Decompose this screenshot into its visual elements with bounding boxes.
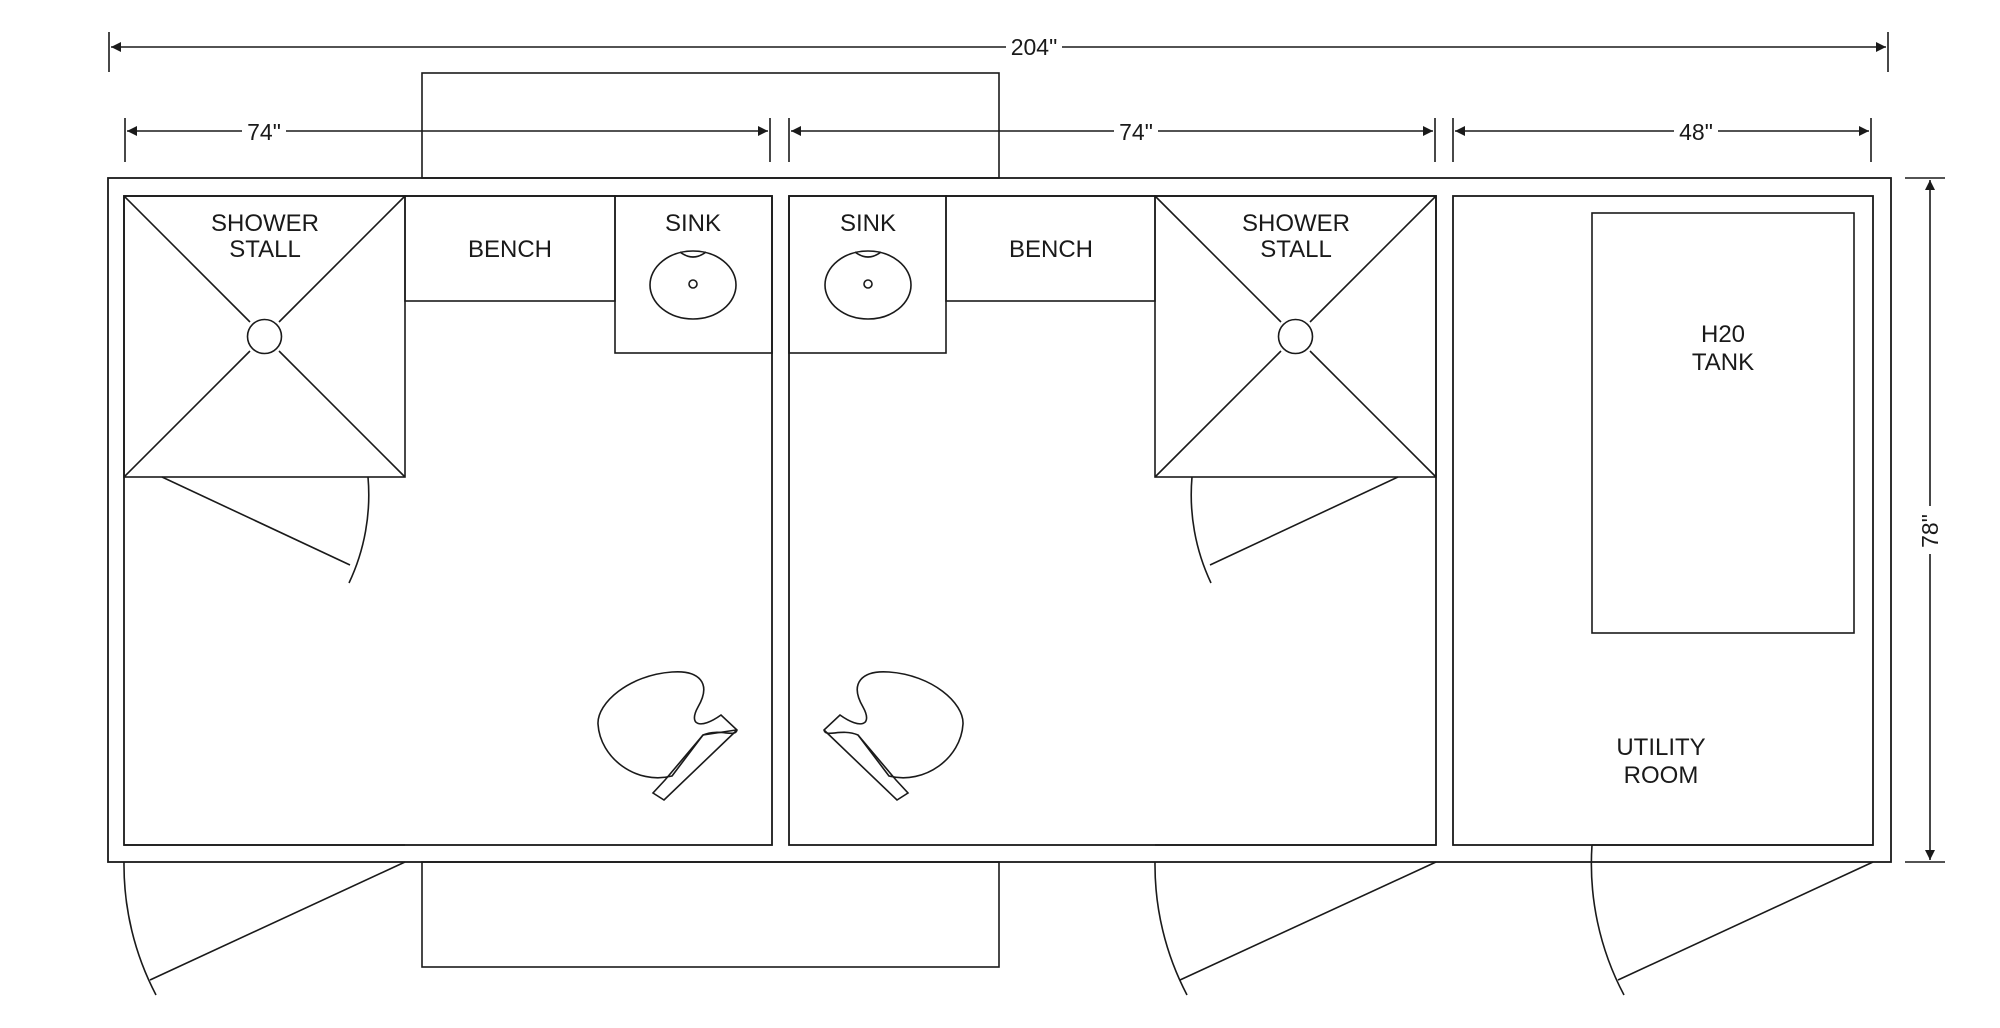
dimension-label-utility-room: 48" [1679, 119, 1713, 145]
dimension-label-middle-room: 74" [1119, 119, 1153, 145]
utility-entry-door[interactable] [1590, 844, 1874, 996]
left-entry-door[interactable] [123, 844, 406, 996]
left-sink: SINK [614, 195, 773, 354]
dimension-overall-width: 204" [108, 32, 1889, 72]
dimension-left-room: 74" [124, 118, 771, 162]
dimension-overall-depth: 78" [1905, 177, 1945, 863]
top-step [421, 72, 1000, 179]
middle-shower-door[interactable] [1190, 476, 1399, 584]
left-toilet-icon [597, 671, 738, 802]
middle-shower-stall: SHOWER STALL [1154, 195, 1437, 478]
middle-shower-label-1: SHOWER [1242, 210, 1350, 237]
tank-label-1: H20 [1701, 321, 1745, 348]
middle-shower-label-2: STALL [1260, 236, 1332, 263]
middle-sink-label: SINK [840, 210, 896, 237]
sink-basin-icon [649, 250, 737, 320]
dimension-utility-room: 48" [1452, 118, 1872, 162]
middle-entry-door[interactable] [1154, 844, 1437, 996]
utility-label-2: ROOM [1624, 762, 1699, 789]
left-shower-door[interactable] [161, 476, 370, 584]
left-bench-label: BENCH [468, 236, 552, 263]
tank-label-2: TANK [1692, 349, 1754, 376]
dimension-middle-room: 74" [788, 118, 1436, 162]
dimension-label-left-room: 74" [247, 119, 281, 145]
middle-bench-label: BENCH [1009, 236, 1093, 263]
left-shower-label-2: STALL [229, 236, 301, 263]
left-bench: BENCH [404, 195, 616, 302]
sink-basin-icon [824, 250, 912, 320]
middle-bench: BENCH [945, 195, 1156, 302]
bottom-step [421, 861, 1000, 968]
dimension-label-overall-depth: 78" [1917, 514, 1943, 548]
middle-sink: SINK [788, 195, 947, 354]
left-sink-label: SINK [665, 210, 721, 237]
shower-drain-icon [1277, 318, 1314, 355]
left-shower-stall: SHOWER STALL [123, 195, 406, 478]
middle-toilet-icon [823, 671, 964, 802]
water-tank: H20 TANK [1591, 212, 1855, 634]
left-shower-label-1: SHOWER [211, 210, 319, 237]
dimension-label-overall-width: 204" [1011, 34, 1058, 60]
shower-drain-icon [246, 318, 283, 355]
utility-label-1: UTILITY [1616, 734, 1705, 761]
